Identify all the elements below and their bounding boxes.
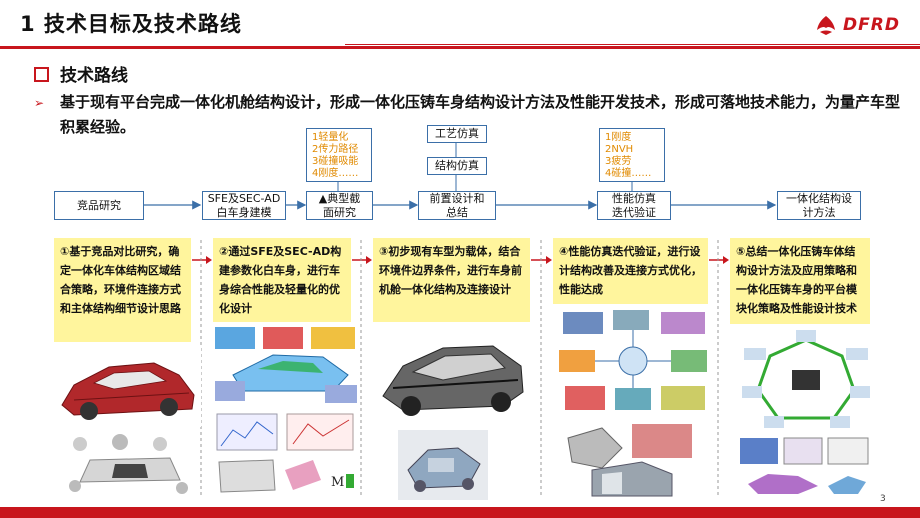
flow-step-label: 面研究 (323, 205, 356, 219)
parts-exploded-image (60, 430, 195, 498)
stage-arrows (192, 256, 729, 264)
front-cabin-structure-image (373, 326, 531, 424)
flow-step-label: 前置设计和 (429, 191, 485, 205)
simulation-iteration-image (553, 306, 713, 416)
module-charts-image (738, 434, 870, 498)
page-number: 3 (880, 494, 886, 504)
flow-step-performance-sim: 性能仿真 迭代验证 (597, 191, 671, 220)
flow-step-label: 性能仿真 (612, 191, 656, 205)
stage-box-3: ③初步现有车型为载体，结合环境件边界条件，进行车身前机舱一体化结构及连接设计 (373, 238, 530, 322)
design-goals-note: 1轻量化 2传力路径 3碰撞吸能 4刚度…… (306, 128, 372, 182)
flow-step-sfe-modeling: SFE及SEC-AD 白车身建模 (202, 191, 286, 220)
arrow-bullet-icon: ➢ (34, 96, 45, 110)
structure-sim-label: 结构仿真 (435, 159, 479, 172)
flow-step-label: 白车身建模 (216, 205, 272, 219)
header-divider (0, 46, 920, 49)
note-item: 4碰撞…… (605, 168, 652, 179)
note-item: 3碰撞吸能 (312, 156, 359, 167)
intro-text: 基于现有平台完成一体化机舱结构设计，形成一体化压铸车身结构设计方法及性能开发技术… (60, 93, 901, 136)
process-sim-box: 工艺仿真 (427, 125, 487, 143)
flow-step-label: 迭代验证 (612, 205, 656, 219)
header-divider-thin (345, 44, 920, 45)
stage-text: ③初步现有车型为载体，结合环境件边界条件，进行车身前机舱一体化结构及连接设计 (379, 245, 522, 296)
casting-structure-image (562, 418, 702, 498)
flow-step-pre-design: 前置设计和 总结 (418, 191, 496, 220)
flow-step-label: 竞品研究 (77, 198, 121, 212)
brand-logo: DFRD (814, 14, 900, 36)
page-title: 1 技术目标及技术路线 (20, 12, 242, 36)
flow-step-section-study: ▲典型截 面研究 (306, 191, 373, 220)
note-item: 1轻量化 (312, 132, 349, 143)
dongfeng-emblem-icon (817, 16, 835, 35)
stage-box-2: ②通过SFE及SEC-AD构建参数化白车身，进行车身综合性能及轻量化的优化设计 (213, 238, 351, 322)
cabin-parts-image (398, 430, 488, 500)
parametric-model-image (213, 325, 359, 405)
flow-step-label: 计方法 (802, 205, 836, 219)
flow-step-label: ▲典型截 (318, 191, 361, 205)
note-item: 1刚度 (605, 132, 632, 143)
flow-step-integrated-method: 一体化结构设 计方法 (777, 191, 861, 220)
brand-logo-text: DFRD (843, 15, 900, 35)
stage-text: ⑤总结一体化压铸车体结构设计方法及应用策略和一体化压铸车身的平台模块化策略及性能… (736, 245, 857, 315)
stage-text: ④性能仿真迭代验证，进行设计结构改善及连接方式优化，性能达成 (559, 245, 702, 296)
stage-box-5: ⑤总结一体化压铸车体结构设计方法及应用策略和一体化压铸车身的平台模块化策略及性能… (730, 238, 870, 324)
note-item: 2传力路径 (312, 144, 359, 155)
platform-strategy-diagram-image (742, 330, 870, 430)
section-bullet-icon (34, 67, 49, 82)
flow-step-label: 一体化结构设 (786, 191, 852, 205)
stage-text: ①基于竞品对比研究，确定一体化车体结构区域结合策略，环境件连接方式和主体结构细节… (60, 245, 181, 315)
flow-step-label: 总结 (446, 205, 468, 219)
flow-step-label: SFE及SEC-AD (207, 191, 281, 205)
section-title: 技术路线 (60, 66, 128, 86)
note-item: 3疲劳 (605, 156, 632, 167)
optimization-charts-image: M (213, 410, 359, 498)
structure-sim-box: 结构仿真 (427, 157, 487, 175)
car-body-red-image (54, 345, 201, 427)
performance-goals-note: 1刚度 2NVH 3疲劳 4碰撞…… (599, 128, 665, 182)
m-label: M (331, 475, 344, 490)
note-item: 2NVH (605, 144, 634, 155)
stage-box-4: ④性能仿真迭代验证，进行设计结构改善及连接方式优化，性能达成 (553, 238, 708, 304)
process-sim-label: 工艺仿真 (435, 127, 479, 140)
note-item: 4刚度…… (312, 168, 359, 179)
footer-bar (0, 507, 920, 518)
stage-box-1: ①基于竞品对比研究，确定一体化车体结构区域结合策略，环境件连接方式和主体结构细节… (54, 238, 191, 342)
stage-text: ②通过SFE及SEC-AD构建参数化白车身，进行车身综合性能及轻量化的优化设计 (219, 245, 342, 315)
flow-step-competitor-study: 竞品研究 (54, 191, 144, 220)
